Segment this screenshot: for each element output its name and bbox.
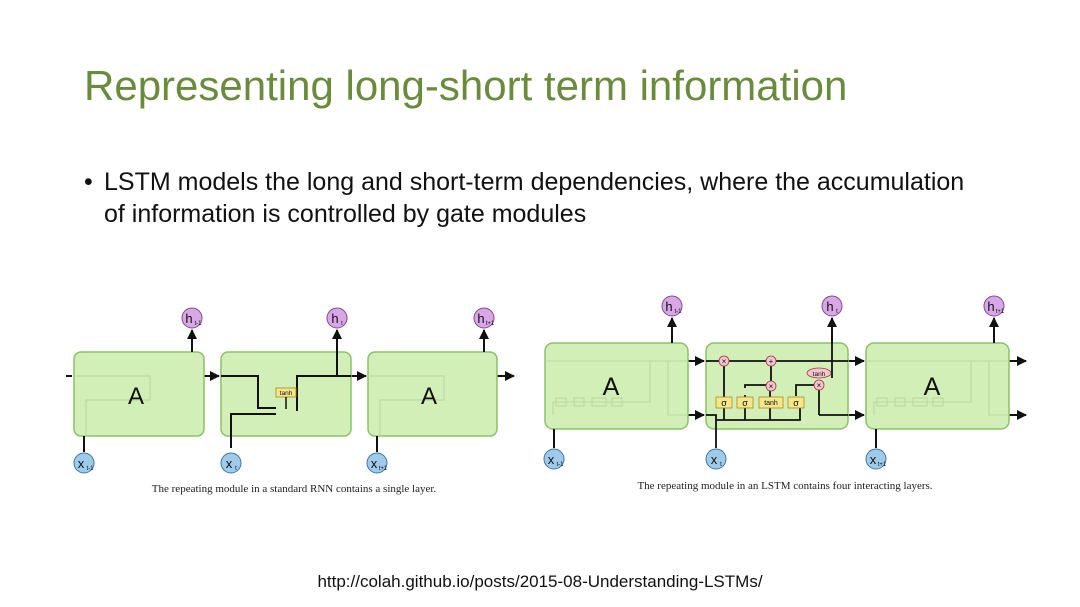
bullet-point: • LSTM models the long and short-term de… [84, 166, 984, 230]
svg-text:t-1: t-1 [86, 466, 94, 472]
svg-text:x: x [711, 452, 718, 467]
lstm-layer-output: σ [787, 396, 805, 409]
lstm-output-node-3: h t+1 [983, 295, 1005, 317]
lstm-module-1-label: A [603, 373, 620, 401]
lstm-layer-forget: σ [715, 396, 733, 409]
rnn-output-node-1: h t-1 [181, 307, 203, 329]
svg-text:x: x [371, 456, 378, 471]
lstm-module-2 [705, 342, 849, 430]
rnn-module-1 [73, 351, 205, 437]
svg-text:σ: σ [721, 398, 727, 408]
svg-text:×: × [722, 357, 727, 366]
svg-text:t: t [720, 462, 722, 468]
rnn-module-1-internals [74, 375, 151, 436]
rnn-hidden-path [221, 375, 276, 409]
slide-title: Representing long-short term information [84, 62, 848, 109]
svg-text:t: t [341, 321, 343, 327]
svg-text:t+1: t+1 [486, 321, 495, 327]
bullet-text: LSTM models the long and short-term depe… [104, 168, 965, 228]
rnn-module-3-label: A [421, 383, 437, 410]
rnn-output-path [296, 375, 337, 411]
svg-text:h: h [987, 299, 994, 314]
svg-text:t+1: t+1 [996, 309, 1005, 315]
svg-text:σ: σ [793, 398, 799, 408]
svg-text:t: t [235, 466, 237, 472]
lstm-input-node-2: x t [705, 448, 727, 470]
lstm-pointwise-input: × [765, 380, 777, 392]
lstm-pointwise-forget: × [718, 355, 730, 367]
lstm-input-node-3: x t+1 [865, 448, 887, 470]
lstm-module-3-label: A [924, 373, 941, 401]
svg-text:t+1: t+1 [878, 462, 887, 468]
source-url: http://colah.github.io/posts/2015-08-Und… [317, 572, 763, 591]
lstm-module-3-internals [866, 360, 1009, 416]
rnn-input-node-1: x t-1 [73, 452, 95, 474]
lstm-module-1 [544, 342, 689, 430]
svg-text:h: h [185, 311, 192, 326]
svg-text:σ: σ [742, 398, 748, 408]
svg-text:x: x [226, 456, 233, 471]
figures: A A tanh h t-1 h t h t+1 [66, 295, 1027, 495]
svg-text:h: h [477, 311, 484, 326]
rnn-input-node-3: x t+1 [366, 452, 388, 474]
svg-text:h: h [665, 299, 672, 314]
svg-text:×: × [817, 381, 822, 390]
lstm-pointwise-output: × [813, 379, 825, 391]
rnn-input-node-2: x t [220, 452, 242, 474]
bullet-dot: • [84, 168, 93, 196]
lstm-pointwise-add: + [765, 355, 777, 367]
svg-text:x: x [548, 452, 555, 467]
lstm-layer-candidate: tanh [758, 396, 784, 409]
svg-text:h: h [826, 299, 833, 314]
rnn-input-path [230, 413, 276, 448]
svg-text:h: h [331, 311, 338, 326]
rnn-module-3-internals [368, 375, 445, 436]
svg-text:+: + [769, 357, 774, 366]
lstm-input-node-1: x t-1 [543, 448, 565, 470]
lstm-caption: The repeating module in an LSTM contains… [637, 480, 932, 492]
lstm-diagram: A A × + × [543, 295, 1027, 492]
rnn-output-node-2: h t [326, 307, 348, 329]
rnn-output-node-3: h t+1 [473, 307, 495, 329]
rnn-module-3 [367, 351, 498, 437]
svg-text:t-1: t-1 [674, 309, 682, 315]
lstm-output-node-2: h t [821, 295, 843, 317]
lstm-module-3 [865, 342, 1010, 430]
rnn-caption: The repeating module in a standard RNN c… [152, 483, 437, 495]
lstm-module-1-internals [545, 360, 688, 416]
rnn-tanh-label: tanh [280, 390, 293, 397]
svg-text:t-1: t-1 [556, 462, 564, 468]
svg-text:tanh: tanh [764, 400, 778, 407]
svg-text:x: x [78, 456, 85, 471]
svg-text:t+1: t+1 [379, 466, 388, 472]
svg-text:t-1: t-1 [194, 321, 202, 327]
svg-text:x: x [870, 452, 877, 467]
svg-text:×: × [769, 382, 774, 391]
rnn-diagram: A A tanh h t-1 h t h t+1 [66, 307, 515, 495]
svg-text:tanh: tanh [813, 371, 826, 378]
rnn-module-1-label: A [128, 383, 144, 410]
lstm-layer-input: σ [736, 396, 754, 409]
svg-text:t: t [836, 309, 838, 315]
lstm-output-node-1: h t-1 [661, 295, 683, 317]
lstm-pointwise-tanh: tanh [806, 367, 832, 379]
